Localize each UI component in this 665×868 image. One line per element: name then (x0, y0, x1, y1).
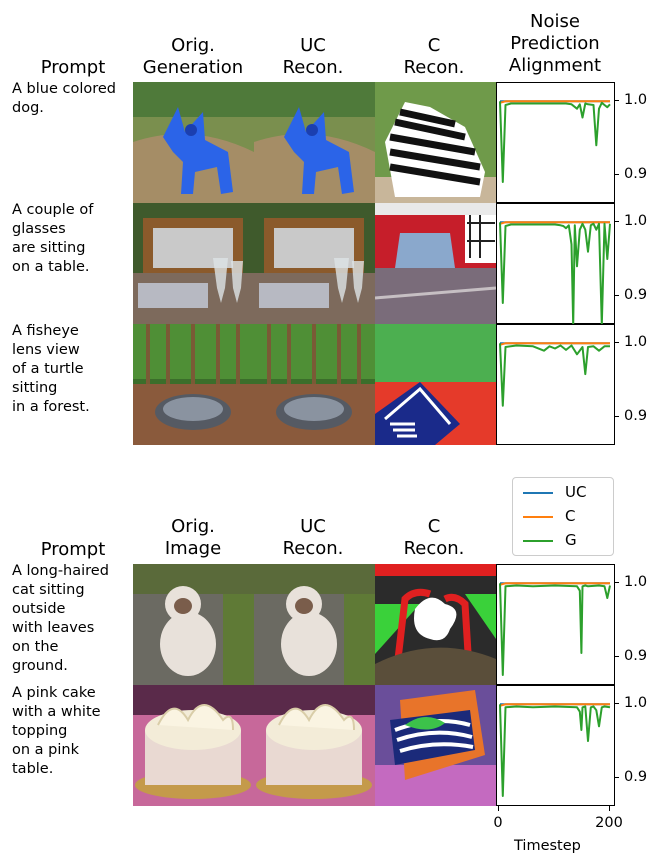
y-tick-mark (614, 100, 619, 102)
c-recon-image-cat (375, 564, 496, 685)
series-line-g (499, 101, 611, 183)
y-tick-label: 1.0 (624, 92, 648, 109)
orig-image-cake (133, 685, 254, 806)
y-tick-mark (614, 221, 619, 223)
alignment-plot-turtle (496, 324, 615, 445)
alignment-plot-cat (496, 564, 615, 685)
c-recon-image-cake (375, 685, 496, 806)
legend-swatch-g (523, 540, 553, 542)
c-recon-image-turtle (375, 324, 496, 445)
header-noise-alignment: Noise Prediction Alignment (508, 11, 602, 76)
series-line-g (499, 583, 611, 676)
y-tick-mark (614, 776, 619, 778)
series-line-c (499, 703, 610, 707)
alignment-plot-svg (499, 221, 611, 325)
legend-label-c: C (565, 507, 576, 525)
y-tick-mark (614, 294, 619, 296)
prompt-text: A pink cake with a white topping on a pi… (12, 685, 101, 777)
x-tick-label: 200 (595, 815, 623, 831)
header-c-recon: C Recon. (403, 516, 465, 559)
y-tick-mark (614, 173, 619, 175)
alignment-plot-dog (496, 82, 615, 203)
legend-label-uc: UC (565, 483, 587, 501)
y-tick-mark (614, 415, 619, 417)
y-tick-mark (614, 655, 619, 657)
y-tick-label: 0.9 (624, 165, 648, 182)
y-tick-label: 1.0 (624, 695, 648, 712)
legend-swatch-c (523, 516, 553, 518)
prompt-text: A fisheye lens view of a turtle sitting … (12, 323, 90, 415)
orig-image-glasses (133, 203, 254, 324)
y-tick-label: 0.9 (624, 768, 648, 785)
header-prompt: Prompt (40, 57, 106, 78)
header-c-recon: C Recon. (403, 35, 465, 78)
y-tick-label: 1.0 (624, 574, 648, 591)
series-line-c (499, 221, 610, 225)
x-tick-mark (609, 806, 610, 811)
uc-recon-image-turtle (254, 324, 375, 445)
header-orig-image: Orig. Image (164, 516, 222, 559)
orig-image-turtle (133, 324, 254, 445)
alignment-plot-glasses (496, 203, 615, 325)
chart-legend: UC C G (512, 477, 614, 556)
legend-item-c: C (513, 505, 613, 527)
y-tick-label: 1.0 (624, 334, 648, 351)
x-tick-mark (498, 806, 499, 811)
legend-label-g: G (565, 531, 577, 549)
header-uc-recon: UC Recon. (282, 35, 344, 78)
y-tick-label: 0.9 (624, 647, 648, 664)
uc-recon-image-dog (254, 82, 375, 203)
alignment-plot-svg (499, 342, 610, 407)
series-line-c (499, 582, 610, 586)
legend-swatch-uc (523, 492, 553, 494)
series-line-g (499, 222, 611, 325)
series-line-c (499, 342, 610, 346)
prompt-text: A long-haired cat sitting outside with l… (12, 563, 109, 674)
series-line-g (499, 704, 611, 797)
c-recon-image-dog (375, 82, 496, 203)
header-orig-generation: Orig. Generation (142, 35, 244, 78)
y-tick-label: 0.9 (624, 407, 648, 424)
orig-image-cat (133, 564, 254, 685)
x-tick-label: 0 (493, 815, 503, 831)
y-tick-label: 1.0 (624, 213, 648, 230)
prompt-text: A blue colored dog. (12, 81, 116, 116)
y-tick-mark (614, 703, 619, 705)
alignment-plot-svg (499, 582, 611, 676)
uc-recon-image-cake (254, 685, 375, 806)
legend-item-uc: UC (513, 481, 613, 503)
series-line-g (499, 343, 610, 407)
y-tick-label: 0.9 (624, 286, 648, 303)
prompt-text: A couple of glasses are sitting on a tab… (12, 202, 94, 275)
header-uc-recon: UC Recon. (282, 516, 344, 559)
series-line-c (499, 100, 610, 104)
x-axis-label: Timestep (514, 838, 581, 854)
legend-item-g: G (513, 529, 613, 551)
uc-recon-image-cat (254, 564, 375, 685)
y-tick-mark (614, 582, 619, 584)
c-recon-image-glasses (375, 203, 496, 324)
y-tick-mark (614, 342, 619, 344)
orig-image-dog (133, 82, 254, 203)
alignment-plot-svg (499, 100, 611, 183)
alignment-plot-cake (496, 685, 615, 806)
alignment-plot-svg (499, 703, 611, 797)
header-prompt: Prompt (40, 539, 106, 560)
uc-recon-image-glasses (254, 203, 375, 324)
